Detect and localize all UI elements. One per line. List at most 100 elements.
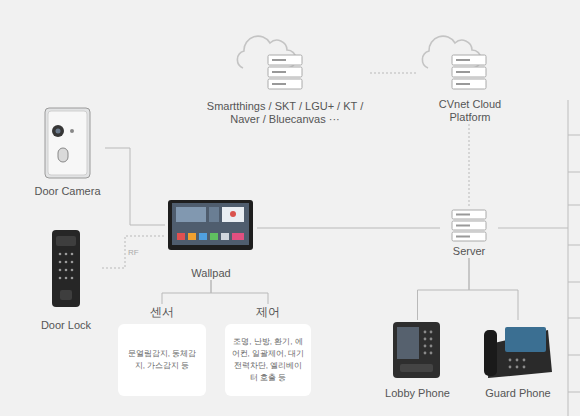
- server-unit: [268, 79, 302, 89]
- bus-tick: [568, 205, 580, 206]
- connector-line: [102, 236, 165, 268]
- content-stack: 조명, 난방, 환기, 에어컨, 일괄제어, 대기전력차단, 엘리베이터 호출 …: [231, 336, 305, 384]
- lock-body: [52, 230, 80, 307]
- key: [71, 261, 74, 264]
- key: [430, 331, 433, 334]
- server-stack: [452, 210, 486, 241]
- lobby-keypad: [424, 331, 433, 355]
- connector-line: [370, 73, 418, 74]
- connector-line: [418, 258, 470, 320]
- screen-dot: [230, 211, 236, 217]
- bus-tick: [568, 172, 580, 173]
- node-label: Server: [453, 245, 485, 258]
- key: [59, 269, 62, 272]
- server-stack: [268, 55, 302, 89]
- lobby-grille: [400, 364, 433, 372]
- camera-body: [45, 108, 90, 178]
- key: [430, 345, 433, 348]
- door-lock-illustration: [52, 230, 80, 307]
- lobby-screen: [397, 327, 419, 359]
- lobby-body: [393, 322, 440, 378]
- lock-handle: [60, 290, 72, 300]
- sensor-box: 센서문열림감지, 동체감지, 가스감지 등: [118, 304, 206, 396]
- bus-tick: [568, 392, 580, 393]
- screen-tile: [222, 207, 244, 222]
- lock-keypad: [59, 253, 74, 280]
- key: [430, 352, 433, 355]
- bus-tick: [568, 318, 580, 319]
- server-node: Server: [440, 208, 498, 258]
- key: [71, 269, 74, 272]
- connector-line: [211, 280, 268, 304]
- connector-line: [257, 228, 440, 229]
- wallpad-frame: [168, 200, 253, 250]
- server-slot: [456, 59, 470, 61]
- screen-icon: [188, 233, 196, 240]
- server-unit: [452, 55, 486, 65]
- guard-screen: [505, 327, 546, 352]
- screen-icon: [210, 233, 218, 240]
- screen-icon: [221, 233, 229, 240]
- wallpad-node: Wallpad: [165, 198, 257, 280]
- server-unit: [268, 55, 302, 65]
- node-label: Wallpad: [191, 267, 230, 280]
- server-slot: [456, 71, 470, 73]
- node-label: Smartthings / SKT / LGU+ / KT / Naver / …: [200, 100, 370, 126]
- lock-top: [56, 236, 76, 246]
- key: [59, 261, 62, 264]
- key: [65, 277, 68, 280]
- server-slot: [456, 83, 470, 85]
- lobby-phone-node: Lobby Phone: [380, 320, 455, 400]
- node-label: Lobby Phone: [385, 387, 450, 400]
- server-slot: [272, 83, 286, 85]
- camera-sensor: [70, 129, 74, 133]
- server-unit: [452, 232, 486, 241]
- node-label: CVnet Cloud Platform: [418, 98, 522, 124]
- camera-button: [58, 148, 68, 162]
- key: [71, 277, 74, 280]
- connector-line: [469, 258, 518, 320]
- cloud-platform-node: CVnet Cloud Platform: [418, 34, 522, 124]
- key: [424, 352, 427, 355]
- key: [65, 261, 68, 264]
- door-camera-illustration: [45, 108, 90, 178]
- bus-line: [568, 100, 569, 416]
- control-box: 제어조명, 난방, 환기, 에어컨, 일괄제어, 대기전력차단, 엘리베이터 호…: [225, 304, 311, 396]
- box-body-text: 문열림감지, 동체감지, 가스감지 등: [124, 348, 200, 372]
- server-unit: [452, 67, 486, 77]
- server-slot: [272, 71, 286, 73]
- bus-tick: [568, 245, 580, 246]
- server-stack: [452, 55, 486, 89]
- connector-line: [162, 280, 211, 304]
- key: [516, 359, 519, 362]
- content-box: 문열림감지, 동체감지, 가스감지 등: [118, 324, 206, 396]
- camera-lens-glass: [56, 129, 61, 134]
- box-body-text: 조명, 난방, 환기, 에어컨, 일괄제어, 대기전력차단, 엘리베이터 호출 …: [231, 336, 305, 384]
- key: [424, 338, 427, 341]
- screen-icon: [199, 233, 207, 240]
- guard-handset: [484, 330, 497, 376]
- screen-icon: [177, 233, 185, 240]
- key: [516, 366, 519, 369]
- content-box: 조명, 난방, 환기, 에어컨, 일괄제어, 대기전력차단, 엘리베이터 호출 …: [225, 324, 311, 396]
- key: [65, 269, 68, 272]
- server-slot: [456, 225, 470, 227]
- key: [424, 331, 427, 334]
- key: [523, 366, 526, 369]
- screen-icon: [232, 233, 244, 240]
- content-stack: 문열림감지, 동체감지, 가스감지 등: [124, 348, 200, 372]
- guard-keypad: [509, 359, 526, 369]
- door-lock-node: Door Lock: [30, 228, 102, 332]
- wallpad-screen: [172, 203, 249, 245]
- key: [65, 253, 68, 256]
- bus-tick: [568, 355, 580, 356]
- server-unit: [452, 79, 486, 89]
- key: [523, 359, 526, 362]
- key: [59, 277, 62, 280]
- node-label: Door Lock: [41, 319, 91, 332]
- box-heading: 제어: [256, 304, 280, 320]
- server-unit: [452, 221, 486, 230]
- server-unit: [452, 210, 486, 219]
- node-label: Guard Phone: [485, 387, 550, 400]
